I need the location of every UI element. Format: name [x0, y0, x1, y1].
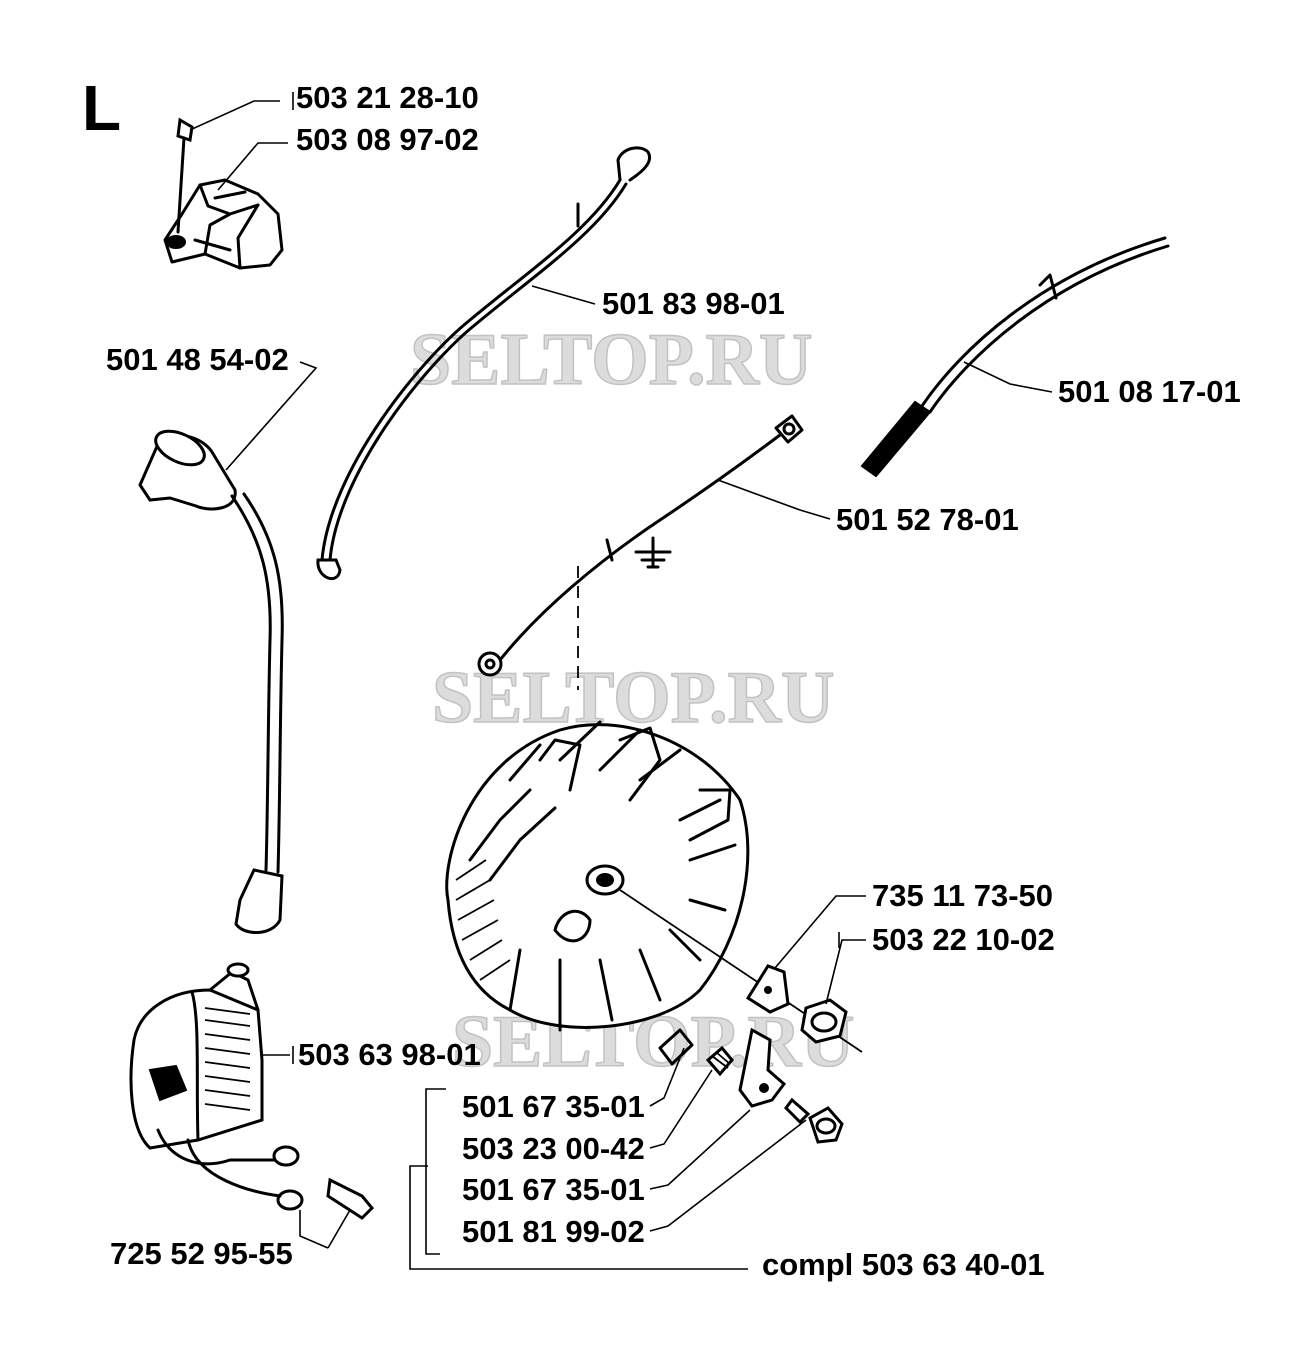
- label-module: 503 08 97-02: [296, 122, 479, 157]
- label-stop-wire: 501 08 17-01: [1058, 374, 1241, 409]
- section-letter: L: [82, 72, 121, 144]
- label-spring: 503 23 00-42: [462, 1131, 645, 1166]
- flywheel-part: [445, 720, 863, 1053]
- module-part: [163, 117, 284, 270]
- label-pawl-2: 501 67 35-01: [462, 1172, 645, 1207]
- label-complete-kit: compl 503 63 40-01: [762, 1247, 1045, 1282]
- ground-wire-part: [477, 414, 804, 690]
- cable-long-part: [316, 146, 651, 581]
- label-screw-top: 503 21 28-10: [296, 80, 479, 115]
- label-pawl-screw: 501 81 99-02: [462, 1214, 645, 1249]
- label-spark-cap: 501 48 54-02: [106, 342, 289, 377]
- label-cable-long: 501 83 98-01: [602, 286, 785, 321]
- leader-lines: [189, 92, 1053, 1270]
- ignition-coil-part: [129, 962, 375, 1220]
- part-labels: 503 21 28-10 503 08 97-02 501 83 98-01 5…: [106, 80, 1241, 1282]
- label-ground-wire: 501 52 78-01: [836, 502, 1019, 537]
- label-coil-screws: 725 52 95-55: [110, 1236, 293, 1271]
- watermark-1: SELTOP.RU: [410, 319, 812, 401]
- label-ignition-coil: 503 63 98-01: [298, 1037, 481, 1072]
- label-key: 735 11 73-50: [872, 878, 1053, 913]
- flywheel-hardware: [658, 964, 848, 1144]
- stop-wire-part: [860, 236, 1170, 478]
- label-pawl: 501 67 35-01: [462, 1089, 645, 1124]
- spark-plug-cap-part: [138, 429, 284, 934]
- label-nut: 503 22 10-02: [872, 922, 1055, 957]
